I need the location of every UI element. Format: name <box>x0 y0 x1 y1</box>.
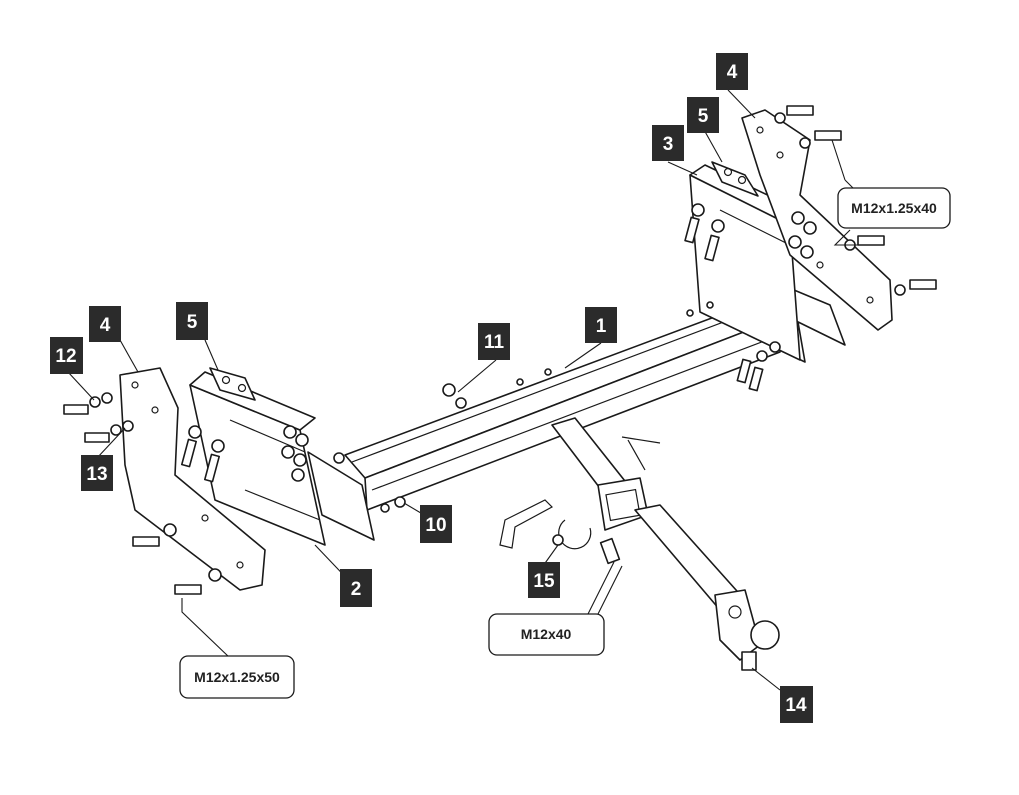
callout-bolt-center-label: M12x40 <box>521 626 572 642</box>
part-tag-5-left: 5 <box>176 302 208 340</box>
part-tag-3-label: 3 <box>663 134 674 155</box>
part-tag-4-left-label: 4 <box>100 315 111 336</box>
part-tag-14-label: 14 <box>785 695 807 716</box>
left-side-plate <box>119 367 266 591</box>
part-tag-3: 3 <box>652 125 684 161</box>
part-tag-5-left-label: 5 <box>187 312 198 333</box>
receiver-and-ball-mount <box>499 417 780 671</box>
callout-bolt-center: M12x40 <box>488 613 605 656</box>
part-tag-2-label: 2 <box>351 579 362 600</box>
part-tag-4-right-label: 4 <box>727 62 738 83</box>
right-spacer <box>711 161 759 197</box>
part-tag-10: 10 <box>420 505 452 543</box>
part-tag-14: 14 <box>780 686 813 723</box>
part-tag-5-right: 5 <box>687 97 719 133</box>
cross-beam <box>307 274 846 541</box>
part-tag-4-left: 4 <box>89 306 121 342</box>
part-tag-11: 11 <box>478 323 510 360</box>
leader-lines <box>67 89 870 691</box>
callout-bolt-right-label: M12x1.25x40 <box>851 200 937 216</box>
left-spacer <box>209 367 256 401</box>
part-tag-12: 12 <box>50 337 83 374</box>
part-tag-1-label: 1 <box>596 316 607 337</box>
fasteners <box>63 105 937 595</box>
part-tag-2: 2 <box>340 569 372 607</box>
right-side-plate <box>741 109 893 331</box>
part-tag-4-right: 4 <box>716 53 748 90</box>
part-tag-15-label: 15 <box>533 571 555 592</box>
callout-bolt-left-label: M12x1.25x50 <box>194 669 280 685</box>
part-tag-13: 13 <box>81 455 113 491</box>
part-tag-15: 15 <box>528 562 560 598</box>
callout-bolt-right: M12x1.25x40 <box>837 187 951 229</box>
part-tag-12-label: 12 <box>55 346 76 367</box>
callout-bolt-left: M12x1.25x50 <box>179 655 295 699</box>
part-tag-5-right-label: 5 <box>698 106 709 127</box>
part-tag-11-label: 11 <box>484 332 505 353</box>
part-tag-1: 1 <box>585 307 617 343</box>
part-tag-10-label: 10 <box>425 515 446 536</box>
part-tag-13-label: 13 <box>86 464 107 485</box>
